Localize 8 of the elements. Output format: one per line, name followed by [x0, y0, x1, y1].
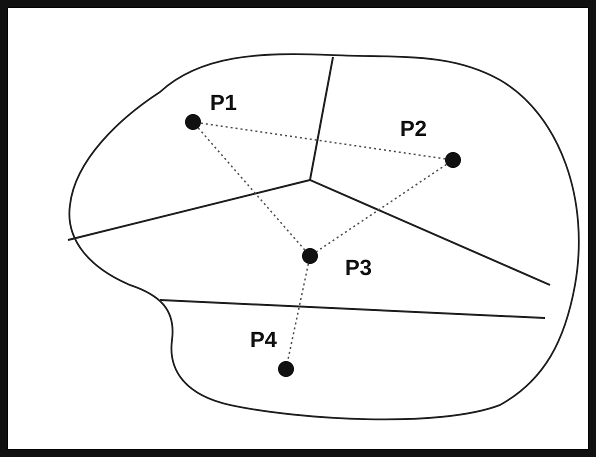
dotted-line [286, 264, 310, 362]
point-label: P2 [400, 116, 427, 142]
point-label: P1 [210, 90, 237, 116]
point-label: P3 [345, 255, 372, 281]
dotted-line [198, 128, 306, 250]
point-label: P4 [250, 327, 277, 353]
dotted-line [316, 164, 447, 252]
dotted-line [200, 122, 446, 160]
